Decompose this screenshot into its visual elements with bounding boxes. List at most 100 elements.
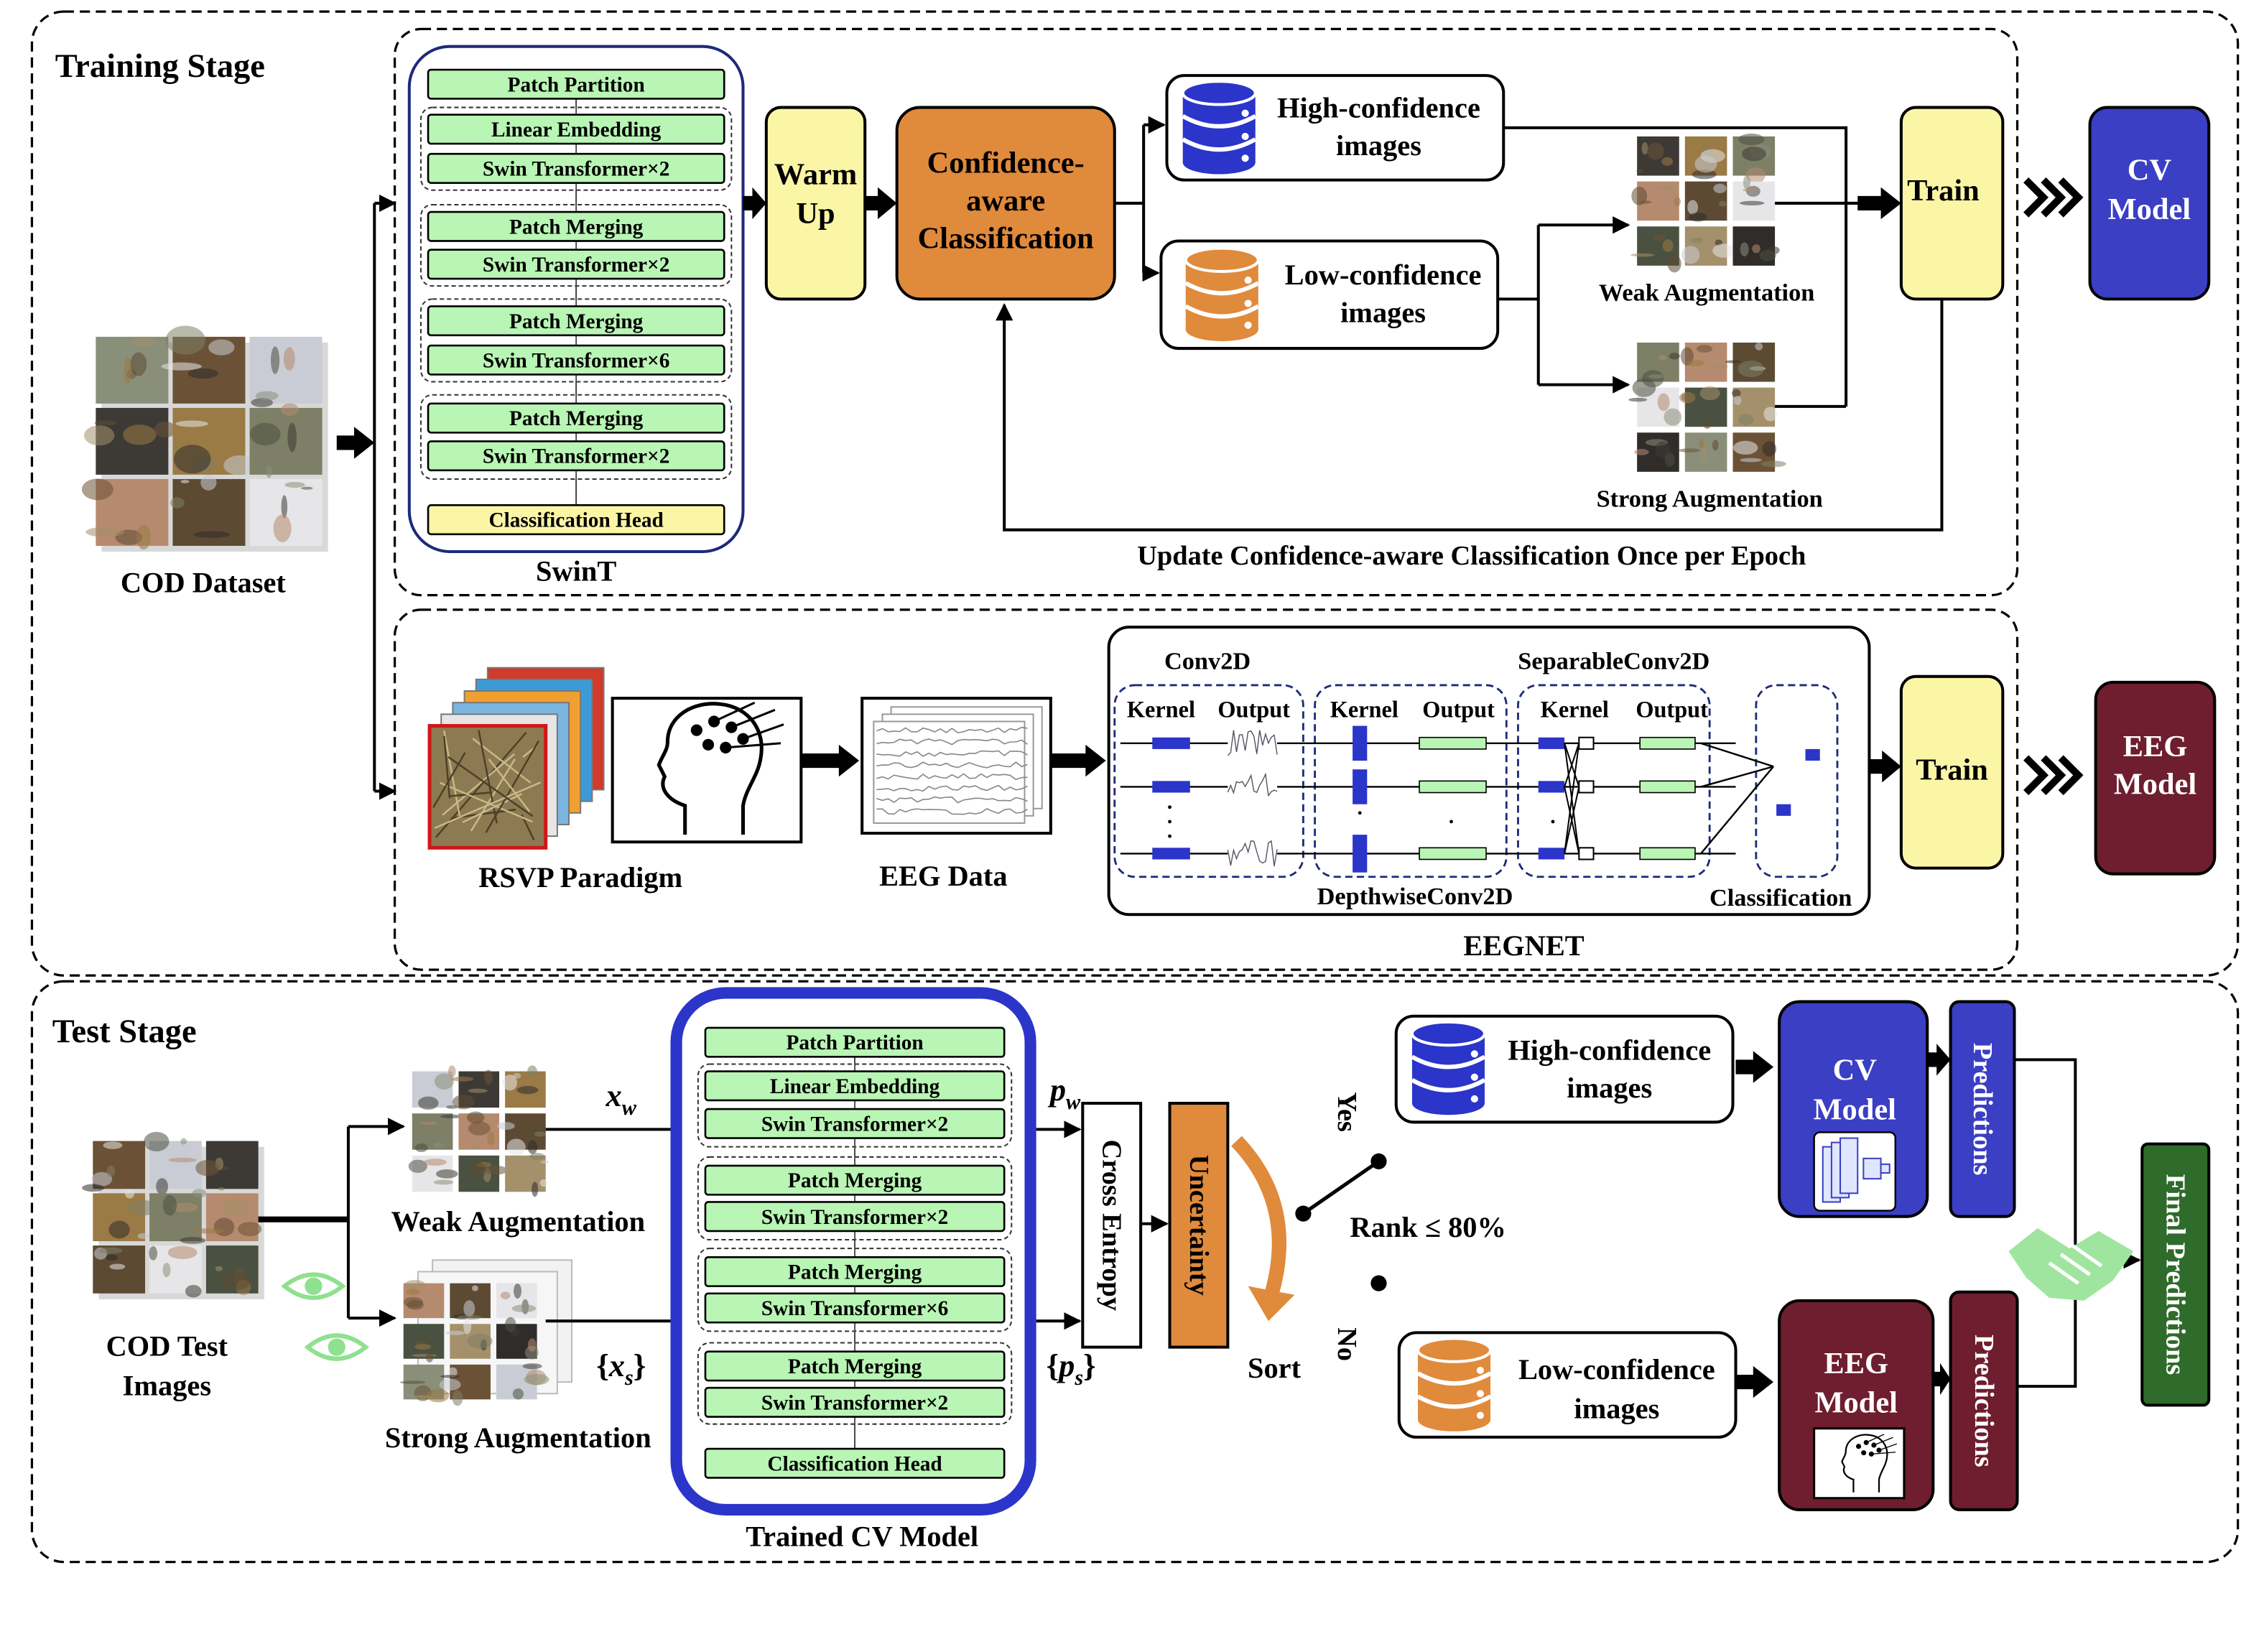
thumbnail-image [1732, 226, 1780, 266]
depthwise-kernel [1353, 769, 1368, 804]
test-cv-model-line1: CV [1833, 1054, 1878, 1087]
cv-model-line1: CV [2128, 154, 2172, 187]
layer-bar [427, 305, 725, 337]
chevron-arrows-icon [2023, 755, 2084, 796]
pointwise-kernel [1578, 780, 1595, 794]
ellipsis-dot [1168, 805, 1172, 809]
low-confidence-line2: images [1340, 297, 1426, 329]
test-stage: Test Stage COD Test Images Weak Augmenta… [30, 980, 2240, 1564]
layer-label: Patch Merging [788, 1355, 922, 1378]
cv-model-box [2088, 106, 2211, 301]
layer-label: Classification Head [488, 509, 663, 532]
swint-label: SwinT [536, 554, 616, 587]
block-arrow [1933, 1363, 1951, 1396]
depthwise-kernel [1353, 835, 1368, 873]
layer-bar [427, 152, 725, 184]
eeg-signal-trace [876, 808, 1028, 815]
cv-predictions-label: Predictions [1967, 1043, 1998, 1176]
ellipsis-dot [1168, 834, 1172, 838]
trained-cv-model-label: Trained CV Model [746, 1520, 978, 1552]
eye-icon [304, 1333, 370, 1361]
thumbnail-image [161, 325, 246, 404]
test-high-confidence-line2: images [1567, 1072, 1652, 1104]
eeg-sheet [873, 720, 1026, 824]
database-icon-orange [1416, 1337, 1493, 1431]
warmup-label-line1: Warm [774, 158, 857, 192]
thumbnail-image [450, 1283, 491, 1320]
training-stage-frame [30, 10, 2240, 977]
thumbnail-image [1681, 226, 1735, 266]
block-arrow [336, 427, 375, 459]
thumbnail-image [502, 1065, 546, 1108]
train-eeg-label: Train [1916, 753, 1988, 786]
thumbnail-image [1725, 342, 1776, 382]
train-eeg-box [1899, 674, 2005, 870]
class-output-unit [1805, 748, 1820, 761]
thumbnail-image [149, 1189, 206, 1244]
block-arrow [1735, 1365, 1774, 1398]
cv-model-line2: Model [2108, 192, 2191, 226]
thumbnail-image [96, 336, 169, 404]
thumbnail-image [1680, 342, 1728, 382]
separable-output [1639, 780, 1696, 794]
cross-entropy-box [1081, 1102, 1143, 1349]
database-icon-blue [1181, 80, 1257, 175]
thumbnail-image [497, 1113, 547, 1156]
layer-label: Swin Transformer×2 [761, 1206, 949, 1229]
eeg-head-box [611, 697, 803, 844]
block-arrows [336, 187, 1951, 1398]
pointwise-connection [1564, 743, 1580, 854]
thumbnail-image [1684, 181, 1727, 222]
test-cv-model-line2: Model [1813, 1092, 1896, 1126]
thumbnail-image [403, 1324, 445, 1363]
x-weak-symbol: xw [606, 1077, 637, 1120]
thumbnail-image [458, 1111, 500, 1150]
training-stage-title: Training Stage [55, 48, 265, 85]
thumbnail-image [412, 1113, 463, 1153]
pointwise-connection [1564, 743, 1580, 787]
eye-icon [281, 1272, 370, 1361]
p-strong-symbol: {ps} [1047, 1347, 1096, 1390]
sort-label: Sort [1248, 1352, 1302, 1384]
dataset-split-connector [373, 194, 397, 800]
test-strong-augmentation-label: Strong Augmentation [385, 1421, 651, 1454]
thumbnail-image [1636, 136, 1679, 176]
conv-output-trace [1227, 730, 1278, 756]
eeg-model-line2: Model [2114, 768, 2197, 802]
layer-label: Classification Head [767, 1452, 942, 1475]
layer-bar [427, 210, 725, 242]
conv-kernel [1152, 781, 1190, 793]
dense-connection [1700, 742, 1774, 768]
block-arrow [743, 187, 766, 220]
layer-bar [427, 440, 725, 472]
thumbnail-image [408, 1155, 458, 1192]
final-predictions-label: Final Predictions [2161, 1174, 2191, 1375]
test-split-connector [258, 1118, 406, 1327]
eegnet-internals [1120, 725, 1820, 873]
thumbnail-image [249, 478, 323, 546]
layer-label: Swin Transformer×2 [761, 1391, 949, 1414]
test-high-confidence-line1: High-confidence [1508, 1034, 1711, 1066]
eeg-data-sheets [860, 697, 1052, 835]
p-weak-symbol: pw [1047, 1072, 1081, 1114]
block-arrow [801, 744, 860, 777]
layer-bar [427, 344, 725, 376]
eeg-signal-trace [876, 784, 1028, 792]
update-note: Update Confidence-aware Classification O… [1137, 541, 1806, 571]
pointwise-connection [1564, 786, 1580, 854]
thumbnail-image [205, 1245, 259, 1296]
eeg-signal-trace [876, 761, 1028, 769]
layer-label: Patch Partition [508, 73, 645, 96]
thumbnail-image [496, 1363, 549, 1400]
thumbnail-image [249, 403, 323, 478]
high-confidence-line1: High-confidence [1277, 92, 1480, 124]
test-eeg-model-line1: EEG [1824, 1347, 1888, 1380]
warmup-label-line2: Up [796, 197, 835, 231]
ellipsis-dot [1358, 811, 1362, 815]
layer-label: Swin Transformer×6 [761, 1297, 949, 1320]
database-icon-orange [1184, 246, 1260, 341]
layer-label: Swin Transformer×2 [483, 445, 670, 468]
